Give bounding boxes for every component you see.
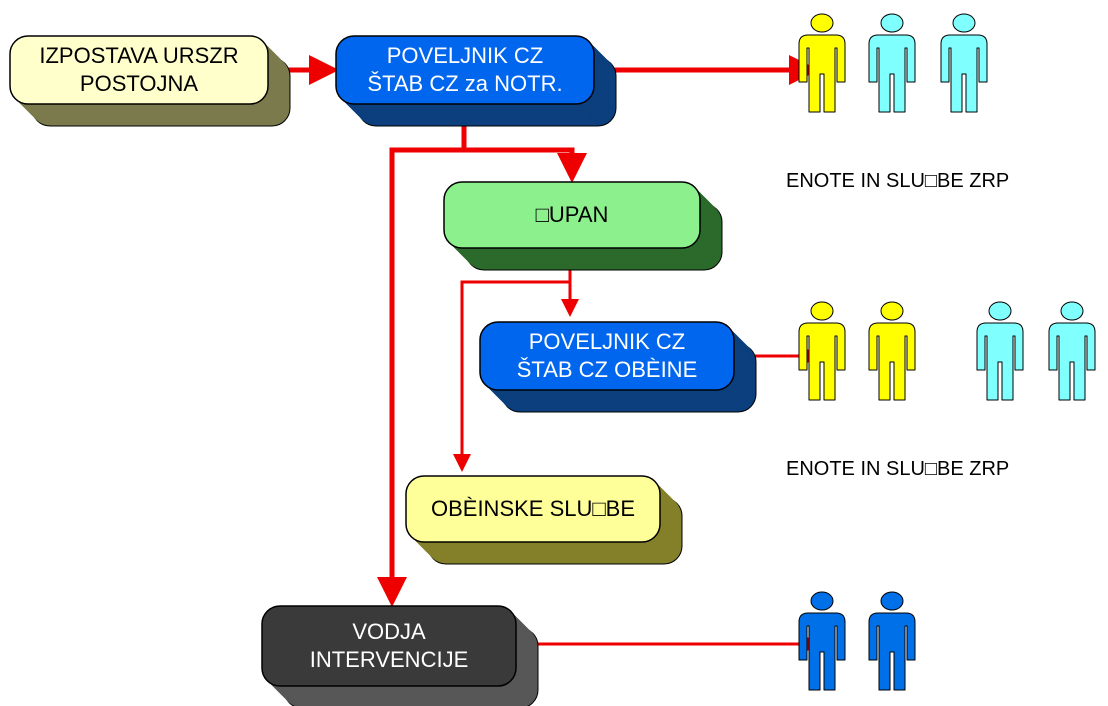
person-head: [952, 13, 976, 33]
person-body: [798, 34, 846, 113]
box-face: [261, 605, 517, 687]
person-icon: [868, 301, 916, 401]
person-head: [810, 301, 834, 321]
box-zupan: [443, 181, 723, 271]
person-body: [868, 322, 916, 401]
person-head: [880, 591, 904, 611]
person-head: [880, 301, 904, 321]
caption-enote-middle: ENOTE IN SLU□BE ZRP: [786, 458, 1010, 480]
person-icon: [798, 301, 846, 401]
person-body: [798, 322, 846, 401]
person-icon: [798, 13, 846, 113]
person-body: [1048, 322, 1096, 401]
box-face: [335, 35, 595, 105]
person-icon: [868, 591, 916, 691]
arrow-poveljnik-to-vodja: [377, 147, 464, 607]
person-body: [940, 34, 988, 113]
box-vodja: [261, 605, 539, 706]
person-icon: [976, 301, 1024, 401]
person-body: [868, 34, 916, 113]
people-group-bottom: [798, 591, 916, 691]
person-head: [880, 13, 904, 33]
person-icon: [798, 591, 846, 691]
caption-enote-top: ENOTE IN SLU□BE ZRP: [786, 170, 1010, 192]
box-face: [443, 181, 701, 249]
person-icon: [940, 13, 988, 113]
person-head: [810, 13, 834, 33]
box-poveljnik-notr: [335, 35, 617, 127]
box-izpostava: [9, 35, 291, 127]
person-body: [976, 322, 1024, 401]
people-group-middle: [798, 301, 1096, 401]
box-face: [405, 475, 661, 543]
person-head: [1060, 301, 1084, 321]
person-body: [798, 612, 846, 691]
person-head: [810, 591, 834, 611]
people-group-top: [798, 13, 988, 113]
person-body: [868, 612, 916, 691]
box-poveljnik-obcine: [479, 321, 757, 413]
connectors: [268, 55, 821, 653]
box-face: [9, 35, 269, 105]
arrow-zupan-to-obcinske-sluzbe: [453, 280, 570, 472]
person-icon: [868, 13, 916, 113]
box-face: [479, 321, 735, 391]
person-icon: [1048, 301, 1096, 401]
person-head: [988, 301, 1012, 321]
box-obcinske-sluzbe: [405, 475, 683, 565]
arrow-poveljnik-to-zupan: [461, 104, 587, 183]
